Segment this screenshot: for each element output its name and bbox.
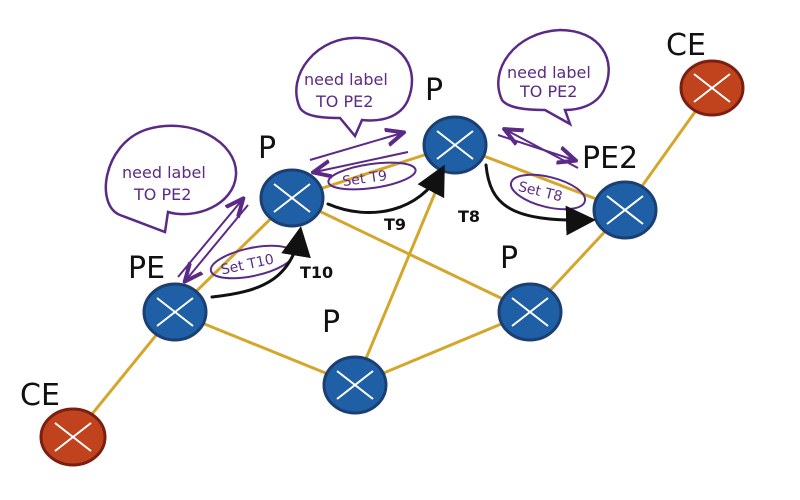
- label-path-pe-to-p: [210, 226, 311, 299]
- node-label-p-upper-left: P: [258, 131, 276, 166]
- node-label-p-bottom: P: [322, 305, 340, 340]
- bubble-3-line2: TO PE2: [519, 82, 577, 101]
- reply-arrow-p-to-pe: [186, 204, 249, 280]
- bubble-2-line2: TO PE2: [315, 92, 373, 111]
- router-p-upper-left: [259, 168, 325, 228]
- set-label-t9-text: Set T9: [341, 168, 388, 190]
- node-label-p-lower-right: P: [500, 241, 518, 276]
- link-pe-p-bottom: [173, 310, 357, 387]
- router-pe2: [592, 180, 658, 240]
- node-label-ce-right: CE: [666, 28, 706, 63]
- request-arrow-p-to-pe2: [497, 134, 574, 160]
- bubble-2-line1: need label: [304, 70, 388, 89]
- edge-label-t8: T8: [458, 207, 480, 226]
- label-path-p-to-p-top: [326, 164, 445, 215]
- reply-arrow-pe2-to-p-top: [506, 130, 579, 169]
- edge-label-t9: T9: [384, 215, 406, 234]
- router-pe: [142, 282, 208, 342]
- request-arrow-p-to-p: [309, 133, 402, 161]
- bubble-need-label-3: need label TO PE2: [497, 28, 610, 127]
- bubble-1-line1: need label: [122, 163, 206, 182]
- node-label-pe: PE: [128, 251, 165, 286]
- bubble-1-line2: TO PE2: [133, 185, 191, 204]
- label-reply-arrows: [186, 130, 579, 280]
- bubble-need-label-1: need label TO PE2: [104, 124, 238, 234]
- router-p-top: [422, 115, 488, 175]
- label-path-p-top-to-pe2: [484, 163, 596, 236]
- node-label-p-top: P: [425, 73, 443, 108]
- node-label-ce-left: CE: [20, 378, 60, 413]
- router-ce-left: [39, 407, 107, 467]
- bubble-3-line1: need label: [507, 63, 591, 82]
- set-label-t10: Set T10: [209, 244, 295, 280]
- reply-arrow-p-top-to-p: [315, 151, 409, 172]
- node-label-pe2: PE2: [582, 141, 638, 176]
- router-ce-right: [679, 59, 745, 117]
- label-path-arrows: [210, 163, 596, 299]
- router-p-lower-right: [497, 282, 563, 342]
- router-p-bottom: [322, 355, 388, 415]
- bubble-need-label-2: need label TO PE2: [295, 36, 414, 139]
- link-p-upper-left-p-lower-right: [290, 196, 532, 314]
- edge-label-t10: T10: [300, 263, 333, 282]
- set-label-t9: Set T9: [327, 161, 417, 191]
